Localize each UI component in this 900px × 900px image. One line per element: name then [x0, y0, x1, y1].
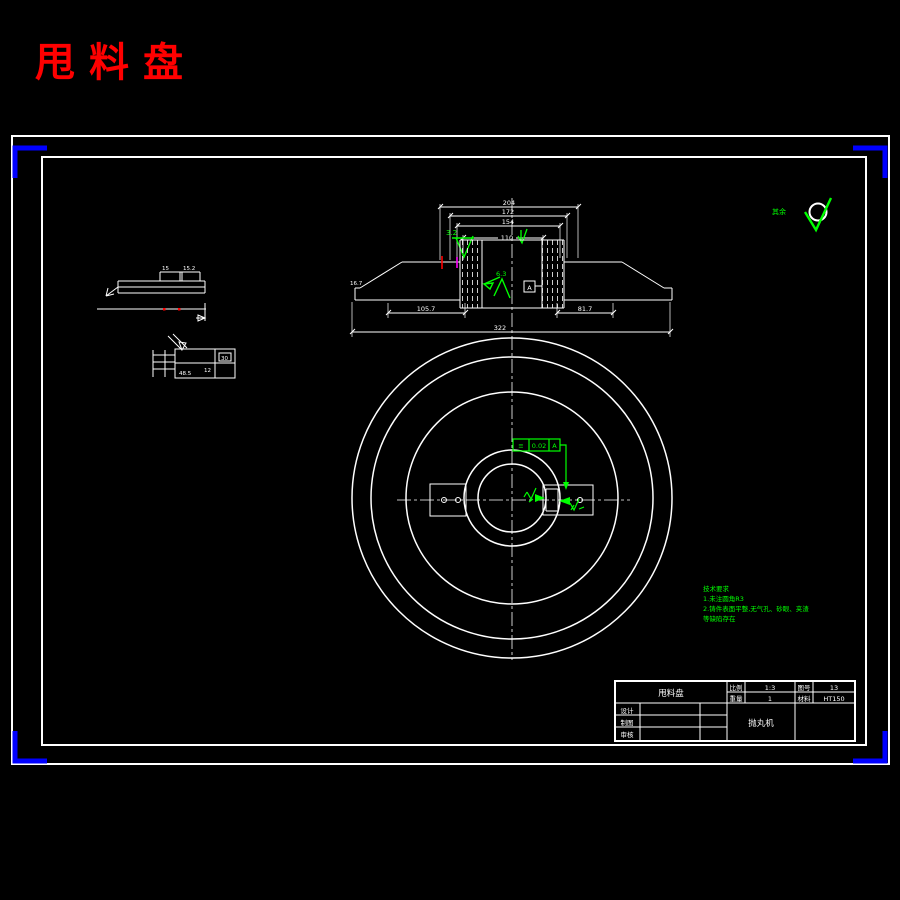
dim-overall: 322: [494, 324, 506, 332]
dim-172: 172: [502, 208, 514, 216]
right-tab: [542, 484, 594, 516]
note-line-4: 等缺陷存在: [703, 614, 736, 623]
title-block: 甩料盘 比例 1:3 图号 13 重量 1 材料 HT150 设计 制图 审核 …: [614, 680, 856, 742]
dim-167: 16.7: [350, 281, 363, 287]
dim-204: 204: [503, 199, 515, 207]
section-cut-arrow: [167, 333, 188, 352]
centerlines: [397, 198, 630, 660]
red-dot-1: [163, 308, 166, 311]
tb-sheet-label: 图号: [798, 684, 812, 692]
keyway-roughness-left: [523, 487, 545, 503]
dim-110: 110: [501, 234, 513, 242]
corner-brackets: [12, 145, 888, 764]
outer-frame: [11, 135, 890, 765]
detail-b-dim3: 48.5: [179, 371, 192, 377]
fcf-value: 0.02: [532, 442, 546, 450]
detail-b-dim1: 30: [221, 356, 228, 362]
corner-bracket-bl: [12, 731, 47, 764]
datum-flag: A: [523, 280, 542, 293]
svg-text:A: A: [527, 284, 532, 292]
corner-bracket-tr: [853, 145, 888, 178]
tb-scale-value: 1:3: [765, 684, 775, 692]
note-line-1: 技术要求: [703, 584, 730, 593]
surface-finish-label: 其余: [772, 207, 786, 216]
tb-material-value: HT150: [823, 695, 844, 703]
corner-bracket-tl: [12, 145, 47, 178]
detail-view-a: 15 15.2: [97, 266, 207, 322]
corner-bracket-br: [853, 731, 888, 764]
tb-designer-label: 设计: [621, 706, 635, 715]
note-line-3: 2.铸件表面平整,无气孔、砂眼、夹渣: [703, 604, 809, 613]
front-view: ≡ 0.02 A: [351, 337, 673, 659]
note-line-2: 1.未注圆角R3: [703, 594, 744, 603]
svg-text:6.3: 6.3: [496, 270, 506, 278]
tb-project-name: 抛丸机: [748, 718, 774, 729]
roughness-mark-small: [517, 228, 528, 245]
tb-sheet-value: 13: [830, 684, 838, 692]
feature-control-frame: ≡ 0.02 A: [512, 438, 569, 490]
tb-weight-value: 1: [768, 695, 772, 703]
tb-weight-label: 重量: [730, 695, 744, 703]
red-dot-2: [178, 308, 181, 311]
left-tab: [429, 483, 467, 517]
roughness-check-icon: [803, 197, 833, 233]
tb-drafter-label: 制图: [621, 718, 634, 727]
tb-scale-label: 比例: [730, 683, 743, 692]
keyway-roughness-right: [559, 497, 585, 512]
dim-817: 81.7: [578, 305, 592, 313]
dim-154: 154: [502, 218, 514, 226]
drawing-title: 甩料盘: [35, 39, 197, 86]
svg-text:3.2: 3.2: [446, 229, 457, 237]
fcf-datum: A: [552, 442, 557, 450]
roughness-circle-icon: [808, 202, 828, 222]
section-view: 204 172 154 110 3.2 6.3: [349, 199, 674, 337]
roughness-symbol-63: 6.3: [482, 270, 511, 299]
technical-notes: 技术要求 1.未注圆角R3 2.铸件表面平整,无气孔、砂眼、夹渣 等缺陷存在: [703, 584, 809, 623]
hub-wall-left: [460, 240, 482, 308]
fcf-symbol: ≡: [518, 442, 523, 450]
tb-material-label: 材料: [798, 694, 812, 703]
surface-finish-note: 其余: [772, 197, 833, 233]
hub-wall-right: [542, 240, 564, 308]
detail-a-dim1: 15: [162, 266, 169, 272]
tb-checker-label: 审核: [621, 730, 635, 739]
dim-1057: 105.7: [417, 305, 436, 313]
detail-a-dim2: 15.2: [183, 266, 195, 272]
tb-part-name: 甩料盘: [658, 688, 684, 699]
detail-view-b: 30 12 48.5: [152, 333, 236, 379]
detail-b-dim2: 12: [204, 368, 211, 374]
